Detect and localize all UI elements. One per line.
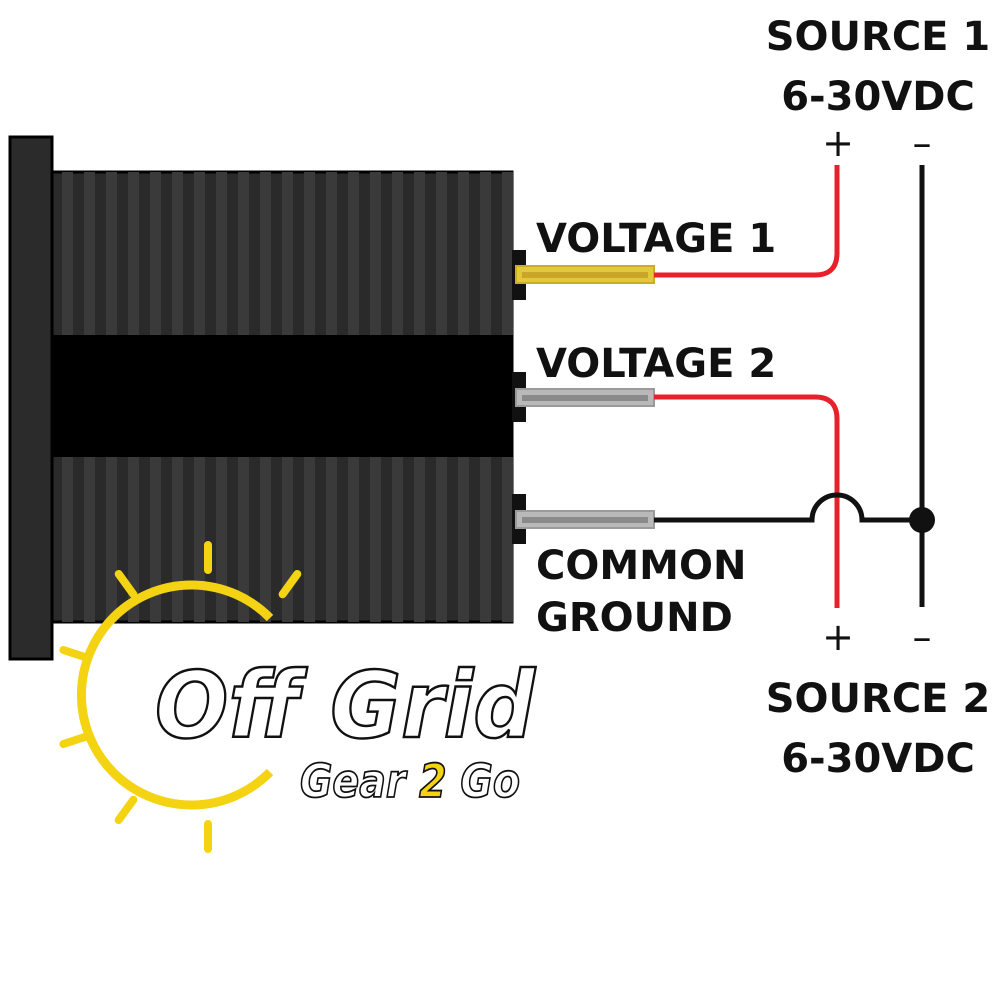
meter-rib (282, 457, 293, 622)
common-label: COMMON (536, 543, 746, 589)
voltage-1-label: VOLTAGE 1 (536, 216, 776, 262)
meter-rib (260, 457, 271, 622)
meter-rib (502, 172, 513, 335)
meter-rib (194, 457, 205, 622)
source-2-label: SOURCE 2 (766, 676, 991, 722)
sun-ray-icon (278, 570, 302, 599)
meter-rib (458, 172, 469, 335)
meter-rib (304, 457, 315, 622)
meter-rib (414, 172, 425, 335)
sun-ray-icon (114, 795, 138, 824)
source-2-plus: + (822, 615, 854, 659)
source-2-minus: – (913, 615, 932, 659)
sun-ray-icon (59, 646, 92, 662)
meter-rib (238, 172, 249, 335)
meter-rib (260, 172, 271, 335)
off-grid-logo: Off Grid Gear 2 Go (59, 541, 537, 853)
terminals (515, 265, 655, 529)
meter-rib (282, 172, 293, 335)
source-1-label: SOURCE 1 (766, 14, 991, 60)
meter-rib (238, 457, 249, 622)
wire-voltage-2 (654, 394, 840, 608)
terminal-common-ground-core (522, 517, 648, 523)
labels: SOURCE 1 6-30VDC + – VOLTAGE 1 VOLTAGE 2… (536, 14, 990, 782)
meter-rib (150, 172, 161, 335)
ground-junction-dot (909, 507, 935, 533)
meter-rib (480, 457, 491, 622)
meter-rib (84, 457, 95, 622)
source-2-voltage: 6-30VDC (781, 736, 975, 782)
meter-ribs (62, 172, 513, 622)
logo-subtitle-number: 2 (419, 754, 447, 808)
terminal-voltage-2-core (522, 395, 648, 401)
source-1-voltage: 6-30VDC (781, 74, 975, 120)
meter-rib (414, 457, 425, 622)
meter-rib (150, 457, 161, 622)
meter-rib (502, 457, 513, 622)
logo-subtitle: Gear 2 Go (300, 754, 520, 808)
meter-rib (172, 457, 183, 622)
voltage-2-label: VOLTAGE 2 (536, 341, 776, 387)
meter-body (8, 135, 526, 661)
sun-rays-icon (59, 541, 302, 853)
meter-rib (348, 172, 359, 335)
wires (654, 165, 935, 608)
meter-rib (436, 457, 447, 622)
sun-ray-icon (114, 570, 138, 599)
wire-voltage-1 (654, 165, 840, 278)
meter-rib (458, 457, 469, 622)
meter-rib (392, 457, 403, 622)
source-1-minus: – (913, 121, 932, 165)
meter-rib (326, 172, 337, 335)
meter-rib (62, 457, 73, 622)
meter-rib (84, 172, 95, 335)
source-1-plus: + (822, 121, 854, 165)
meter-rib (106, 172, 117, 335)
sun-arc-icon (76, 580, 274, 810)
meter-rib (194, 172, 205, 335)
sun-ray-icon (59, 732, 92, 748)
meter-rib (436, 172, 447, 335)
logo-subtitle-a: Gear (300, 754, 419, 808)
meter-rib (392, 172, 403, 335)
meter-rib (172, 172, 183, 335)
meter-rib (370, 172, 381, 335)
meter-rib (216, 457, 227, 622)
logo-subtitle-b: Go (447, 754, 520, 808)
meter-rib (304, 172, 315, 335)
meter-rib (106, 457, 117, 622)
meter-flange (8, 135, 54, 661)
ground-label: GROUND (536, 595, 733, 641)
terminal-voltage-1-core (522, 272, 648, 278)
meter-rib (480, 172, 491, 335)
meter-rib (370, 457, 381, 622)
wire-common-ground (654, 492, 922, 523)
meter-rib (326, 457, 337, 622)
meter-rib (62, 172, 73, 335)
meter-band (52, 335, 512, 457)
meter-rib (128, 172, 139, 335)
meter-rib (128, 457, 139, 622)
logo-title: Off Grid (155, 652, 536, 759)
meter-rib (348, 457, 359, 622)
meter-rib (216, 172, 227, 335)
